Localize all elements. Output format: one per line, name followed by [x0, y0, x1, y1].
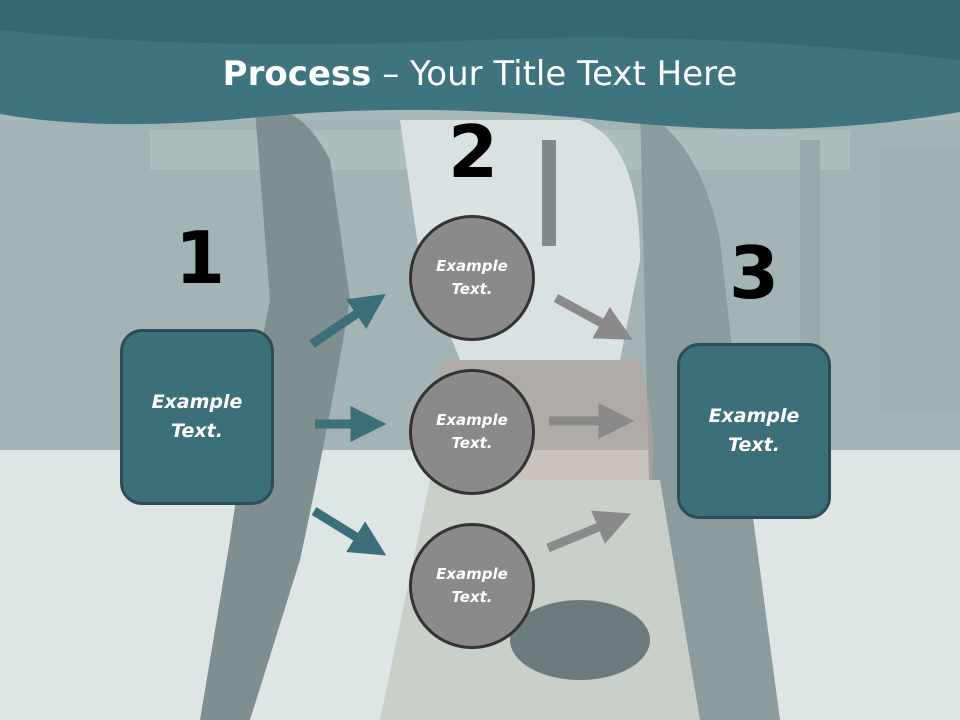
step-number-3: 3: [728, 231, 780, 315]
step-number-2: 2: [447, 110, 499, 194]
start-box[interactable]: Example Text.: [120, 329, 274, 505]
page-title: Process – Your Title Text Here: [0, 52, 960, 96]
title-separator: –: [371, 54, 411, 94]
end-box[interactable]: Example Text.: [677, 343, 831, 519]
start-box-label: Example Text.: [151, 391, 243, 442]
header-band: [0, 0, 960, 130]
circle-3-label: Example Text.: [436, 565, 508, 606]
end-box-label: Example Text.: [708, 405, 800, 456]
step-number-1: 1: [174, 216, 226, 300]
circle-1-label: Example Text.: [436, 257, 508, 298]
process-circle-1[interactable]: Example Text.: [409, 215, 535, 341]
circle-2-label: Example Text.: [436, 411, 508, 452]
title-bold: Process: [222, 54, 372, 94]
process-circle-3[interactable]: Example Text.: [409, 523, 535, 649]
title-rest: Your Title Text Here: [410, 54, 738, 94]
process-circle-2[interactable]: Example Text.: [409, 369, 535, 495]
